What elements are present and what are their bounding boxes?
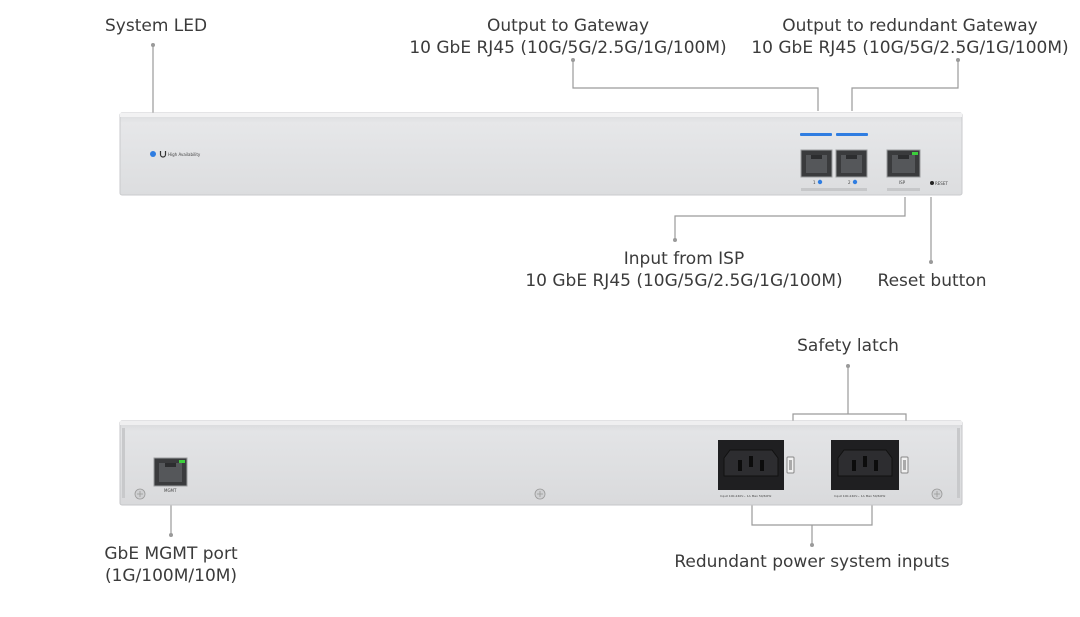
callout-reset-button: Reset button <box>877 271 987 291</box>
callout-power-inputs: Redundant power system inputs <box>674 552 950 572</box>
power-inlet-2-icon <box>831 440 899 490</box>
port-1-link-bar <box>800 133 832 136</box>
safety-latch-2-icon <box>900 456 909 474</box>
rear-screws <box>134 488 943 500</box>
port-1-label: 1 <box>813 180 816 185</box>
leader-power-branches <box>751 505 873 526</box>
leader-output-gateway <box>572 60 819 111</box>
callout-output-redundant-title: Output to redundant Gateway <box>782 16 1038 36</box>
psu-2-rating: Input 100-240V~ 1A Max 50/60Hz <box>834 494 886 498</box>
callout-output-gateway-title: Output to Gateway <box>486 16 650 36</box>
isp-port-rj45-icon <box>886 149 921 178</box>
callout-output-redundant-spec: 10 GbE RJ45 (10G/5G/2.5G/1G/100M) <box>751 38 1069 58</box>
port-2-rj45-icon <box>835 149 868 178</box>
system-led-icon <box>150 151 156 157</box>
callout-input-isp-spec: 10 GbE RJ45 (10G/5G/2.5G/1G/100M) <box>525 271 843 291</box>
callout-safety-latch: Safety latch <box>797 336 899 356</box>
power-inlet-1-icon <box>718 440 784 490</box>
port-2-label: 2 <box>848 180 851 185</box>
psu-1-rating: Input 100-240V~ 1A Max 50/60Hz <box>720 494 772 498</box>
mgmt-port-label: MGMT <box>164 488 177 493</box>
callout-system-led: System LED <box>105 16 208 36</box>
reset-label: RESET <box>935 181 948 186</box>
callout-output-gateway-spec: 10 GbE RJ45 (10G/5G/2.5G/1G/100M) <box>409 38 727 58</box>
safety-latch-1-icon <box>786 456 795 474</box>
brand-logo-icon <box>159 151 167 158</box>
port-1-rj45-icon <box>800 149 833 178</box>
leader-output-redundant <box>851 60 959 111</box>
callout-mgmt-spec: (1G/100M/10M) <box>104 566 238 586</box>
rear-panel <box>119 420 963 506</box>
port-2-link-bar <box>836 133 868 136</box>
leader-input-isp <box>674 197 906 240</box>
front-panel <box>119 112 963 196</box>
reset-pinhole-icon <box>930 181 934 185</box>
front-brand-text: High Availability <box>168 152 201 157</box>
isp-port-label: ISP <box>899 180 906 185</box>
mgmt-port-rj45-icon <box>153 457 188 487</box>
callout-mgmt-title: GbE MGMT port <box>104 544 238 564</box>
callout-input-isp-title: Input from ISP <box>623 249 745 269</box>
